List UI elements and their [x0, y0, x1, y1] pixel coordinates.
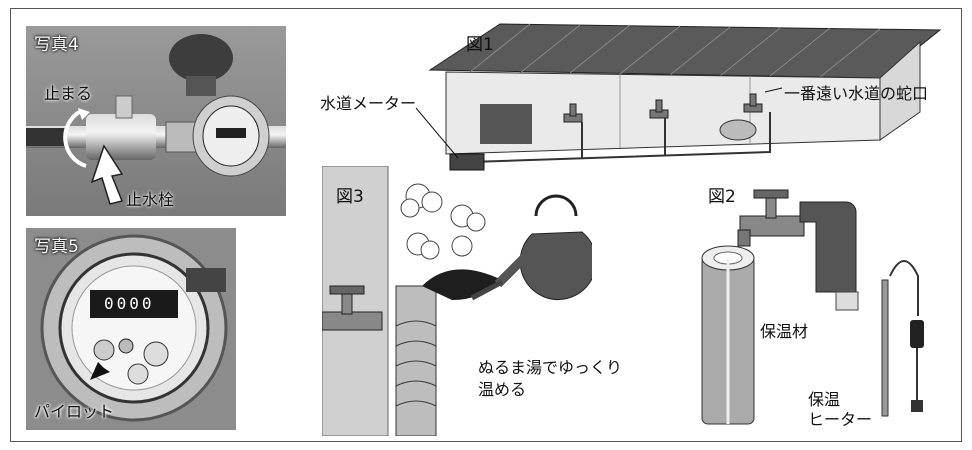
- photo-4-title: 写真4: [34, 35, 79, 55]
- photo-5-title: 写真5: [34, 237, 79, 257]
- label-heater-line1: 保温: [808, 390, 841, 409]
- label-farthest-tap: 一番遠い水道の蛇口: [784, 84, 929, 103]
- label-stop: 止まる: [44, 84, 93, 103]
- label-water-meter: 水道メーター: [320, 94, 417, 113]
- water-meter-photo: [26, 228, 236, 430]
- stop-valve-photo: [26, 26, 286, 216]
- figure-3-illustration: [322, 166, 592, 436]
- label-pilot: パイロット: [34, 402, 115, 421]
- meter-reading: 0000: [104, 294, 155, 313]
- label-heater-line2: ヒーター: [808, 410, 873, 429]
- photo-5: 写真5 0000 パイロット: [26, 228, 236, 430]
- figure-1-title: 図1: [466, 35, 494, 55]
- figure-2-illustration: [701, 189, 924, 425]
- caption-warm-slowly-line2: 温める: [478, 380, 527, 399]
- label-stop-valve: 止水栓: [126, 190, 175, 209]
- photo-4: 写真4 止まる 止水栓: [26, 26, 286, 216]
- label-insulation: 保温材: [760, 322, 809, 341]
- figure-2-title: 図2: [708, 187, 736, 207]
- figure-3-title: 図3: [336, 187, 364, 207]
- figure-1-illustration: [415, 23, 942, 171]
- caption-warm-slowly-line1: ぬるま湯でゆっくり: [478, 358, 623, 377]
